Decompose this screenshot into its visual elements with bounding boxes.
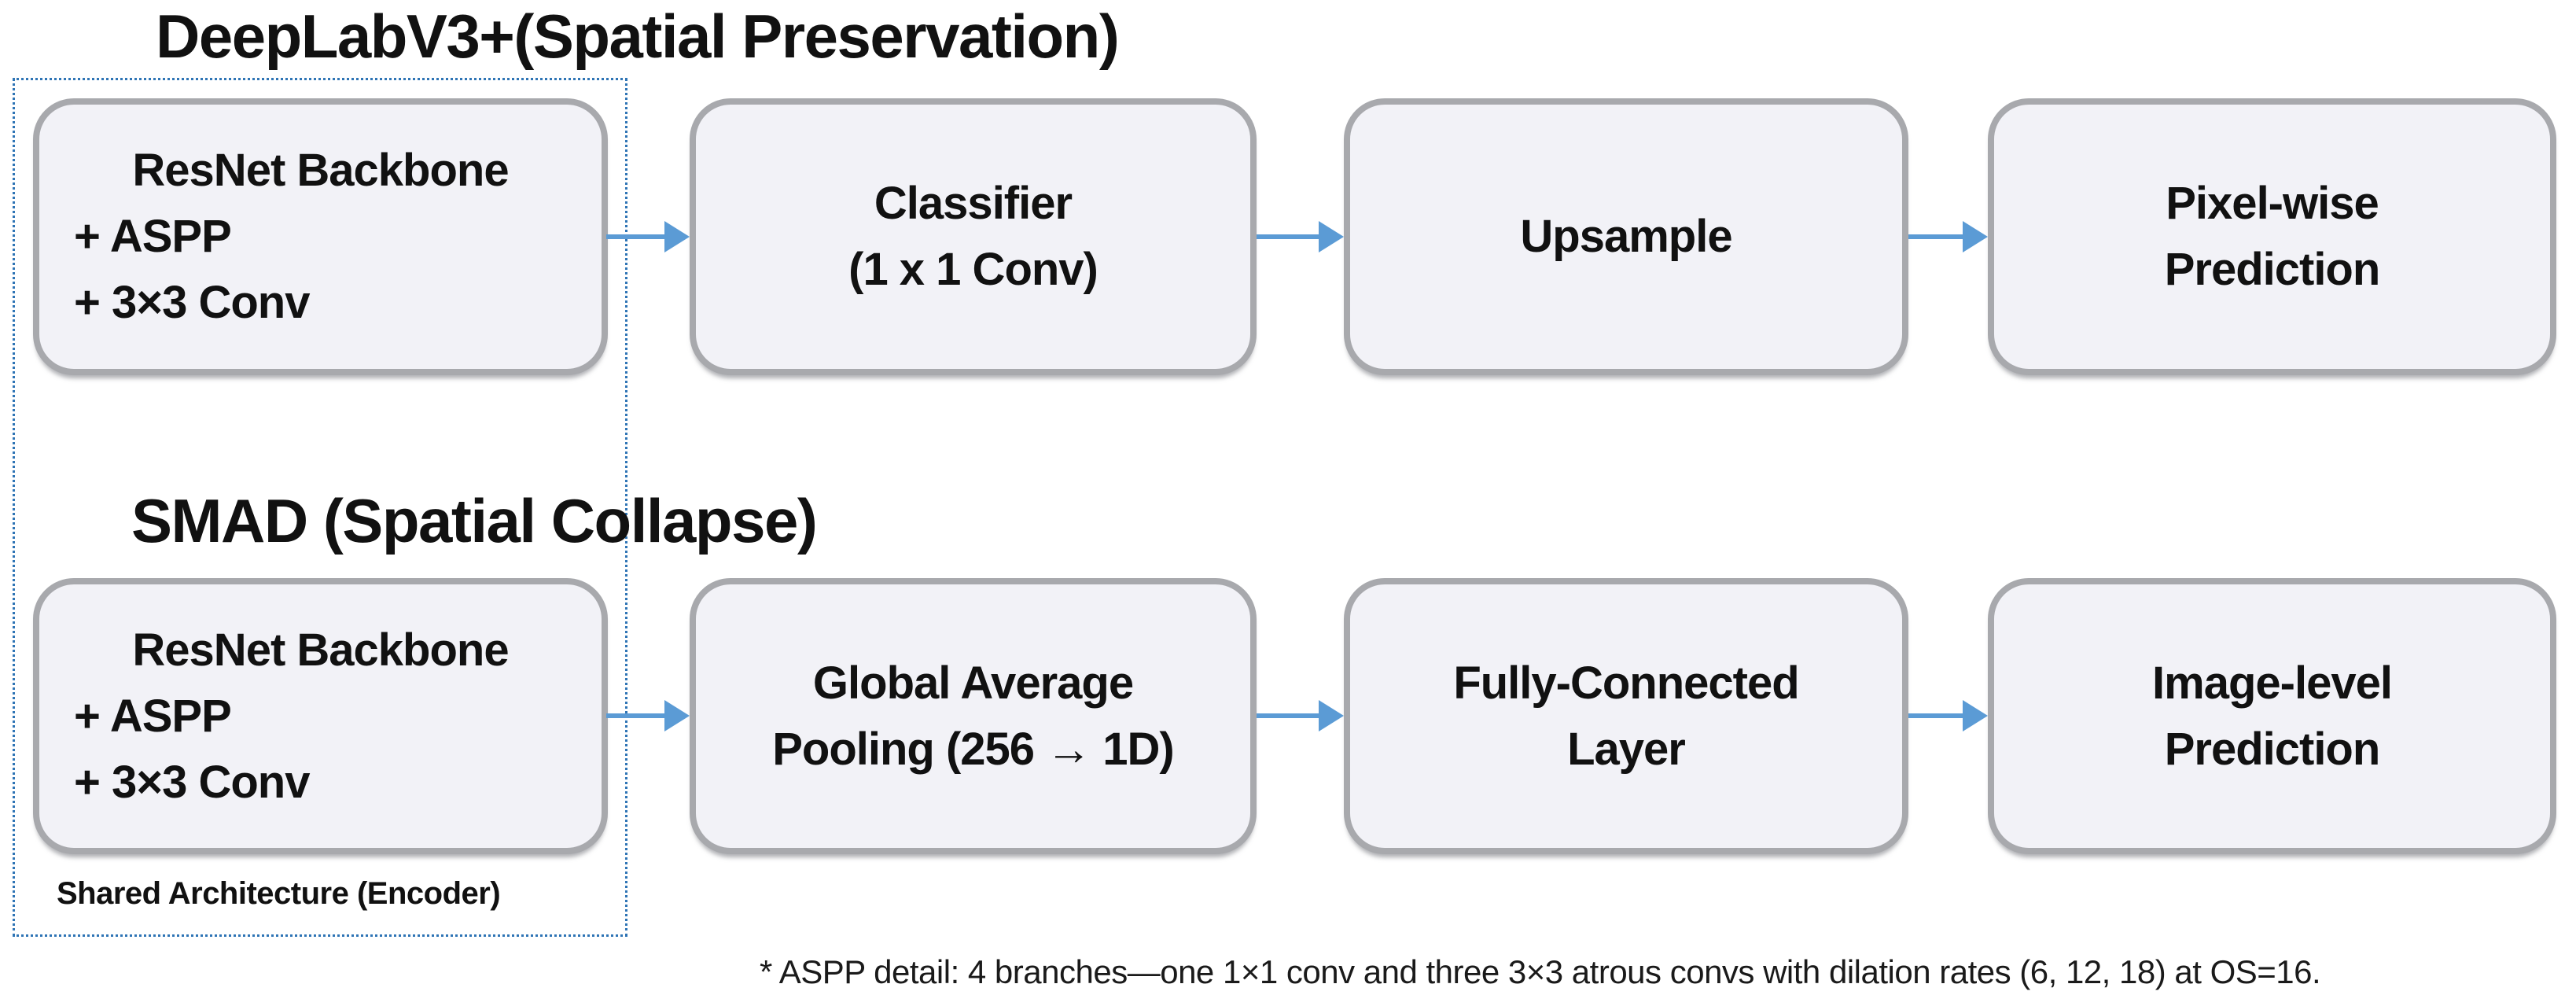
node-line: ResNet Backbone	[132, 145, 509, 196]
pipeline-title-smad: SMAD (Spatial Collapse)	[131, 486, 818, 555]
box-encoder-smad: ResNet Backbone + ASPP + 3×3 Conv	[33, 578, 608, 854]
node-line: + 3×3 Conv	[74, 756, 310, 808]
node-line: Prediction	[2164, 244, 2381, 295]
node-line: + ASPP	[74, 690, 232, 742]
flow-arrow	[1908, 221, 1988, 252]
pipeline-title-deeplab: DeepLabV3+(Spatial Preservation)	[156, 2, 1120, 71]
node-line: Layer	[1567, 723, 1686, 775]
node-line: Pixel-wise	[2166, 178, 2379, 229]
flow-arrow	[606, 221, 690, 252]
node-line: Fully-Connected	[1453, 657, 1799, 709]
aspp-footnote: * ASPP detail: 4 branches—one 1×1 conv a…	[760, 953, 2321, 990]
node-line: Upsample	[1520, 211, 1732, 262]
box-classifier: Classifier (1 x 1 Conv)	[690, 98, 1257, 375]
node-line: Global Average	[812, 657, 1134, 709]
node-line: Image-level	[2152, 657, 2393, 709]
flow-arrow	[1257, 700, 1344, 731]
node-line: + ASPP	[74, 211, 232, 262]
box-encoder-deeplab: ResNet Backbone + ASPP + 3×3 Conv	[33, 98, 608, 375]
flow-arrow	[1257, 221, 1344, 252]
node-line: (1 x 1 Conv)	[848, 244, 1098, 295]
shared-encoder-outline	[13, 78, 627, 937]
node-line: Pooling (256 → 1D)	[772, 723, 1175, 775]
flow-arrow	[606, 700, 690, 731]
box-upsample: Upsample	[1344, 98, 1908, 375]
shared-architecture-label: Shared Architecture (Encoder)	[57, 876, 501, 911]
node-line: + 3×3 Conv	[74, 277, 310, 328]
flow-arrow	[1908, 700, 1988, 731]
node-line: Prediction	[2164, 723, 2381, 775]
node-line: ResNet Backbone	[132, 624, 509, 676]
node-line: Classifier	[874, 178, 1073, 229]
